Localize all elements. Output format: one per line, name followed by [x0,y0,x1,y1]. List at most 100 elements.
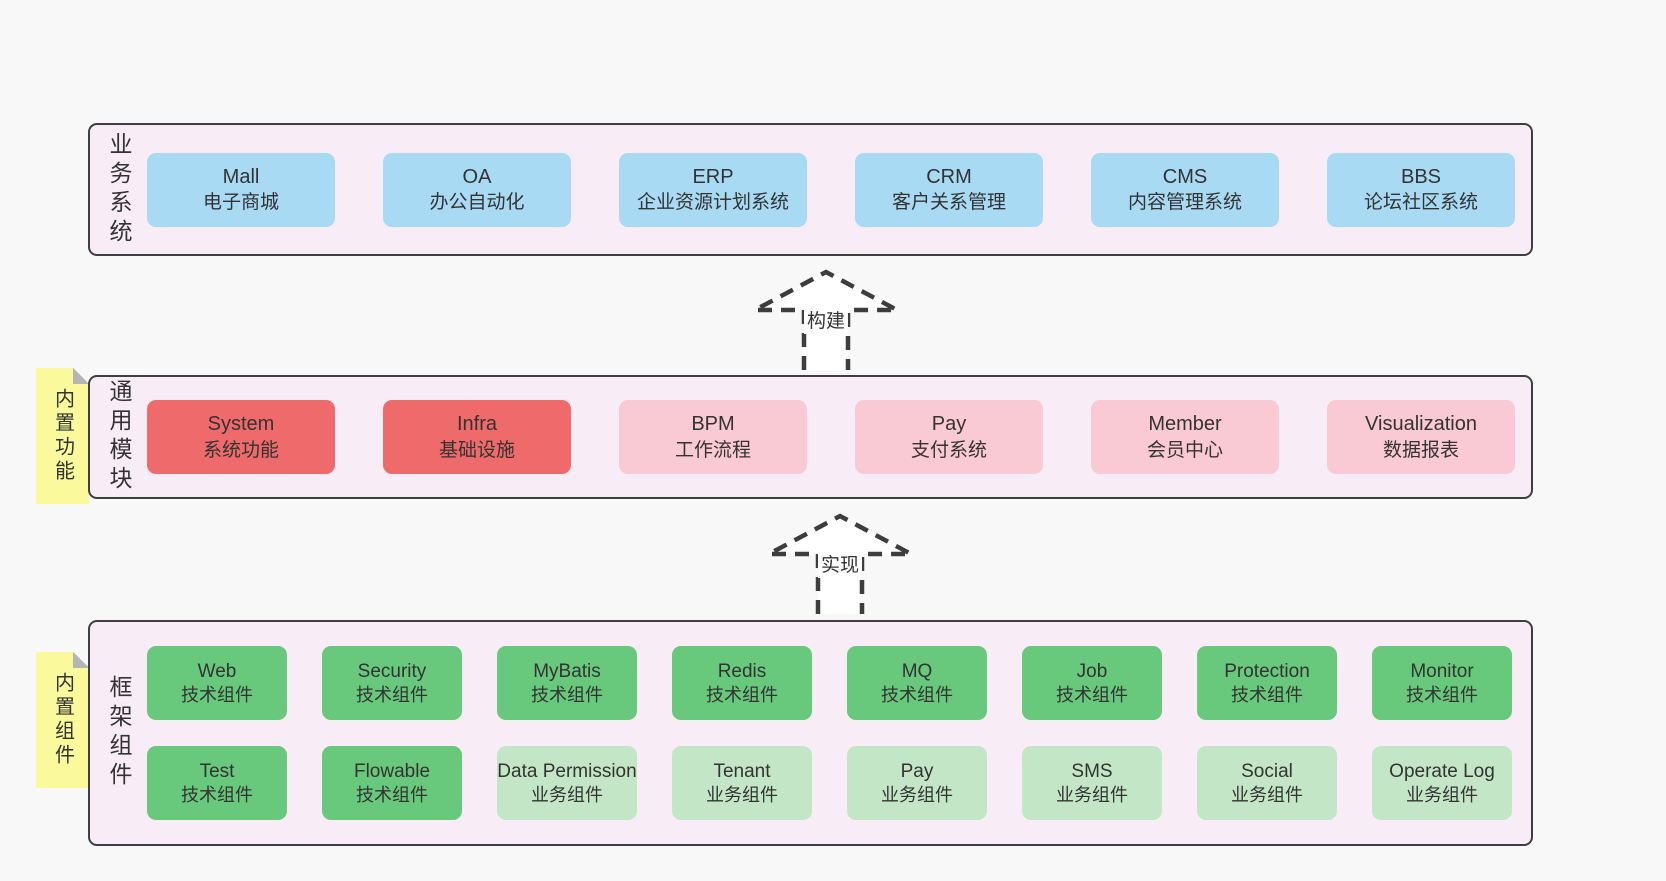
box-title: SMS [1071,761,1113,783]
box-subtitle: 业务组件 [1231,784,1303,805]
box-title: CRM [926,165,972,188]
box-member: Member 会员中心 [1091,400,1279,474]
box-subtitle: 技术组件 [181,784,253,805]
box-subtitle: 会员中心 [1146,439,1223,461]
box-mall: Mall 电子商城 [147,152,335,227]
box-visualization: Visualization 数据报表 [1327,400,1515,474]
arrow-implement: 实现 [765,512,915,616]
box-oa: OA 办公自动化 [383,152,571,227]
box-subtitle: 技术组件 [1056,684,1128,705]
sticky-note-builtin-components: 内置组件 [36,652,89,788]
box-pay: Pay 支付系统 [855,400,1043,474]
box-subtitle: 支付系统 [910,439,987,461]
band-label-text: 业务系统 [106,131,132,248]
box-subtitle: 客户关系管理 [891,192,1006,214]
box-title: BPM [691,413,735,436]
box-subtitle: 技术组件 [356,784,428,805]
box-title: OA [462,165,492,188]
sticky-note-builtin-features: 内置功能 [36,368,89,504]
box-title: MQ [901,661,933,683]
arrow-build-label: 构建 [803,305,849,334]
box-title: Pay [931,413,967,436]
box-title: Member [1148,413,1222,436]
box-subtitle: 内容管理系统 [1127,192,1242,214]
box-subtitle: 技术组件 [1231,684,1303,705]
box-bpm: BPM 工作流程 [619,400,807,474]
box-subtitle: 业务组件 [531,784,603,805]
box-subtitle: 办公自动化 [429,192,525,214]
box-subtitle: 工作流程 [674,439,751,461]
box-title: ERP [692,165,734,188]
box-title: Visualization [1365,413,1477,436]
box-subtitle: 业务组件 [1406,784,1478,805]
box-subtitle: 业务组件 [881,784,953,805]
sticky-note-text: 内置组件 [51,672,74,768]
box-subtitle: 技术组件 [531,684,603,705]
box-subtitle: 基础设施 [438,439,515,461]
box-bbs: BBS 论坛社区系统 [1327,152,1515,227]
common-modules-boxes: System 系统功能 Infra 基础设施 BPM 工作流程 Pay 支付系统 Member 会… [147,400,1537,474]
box-subtitle: 企业资源计划系统 [636,192,789,214]
box-title: Redis [717,661,767,683]
arrow-build: 构建 [751,268,901,372]
box-erp: ERP 企业资源计划系统 [619,152,807,227]
band-label-text: 框架组件 [106,675,132,791]
box-title: Mall [222,165,260,188]
box-title: Job [1076,661,1108,683]
box-title: Tenant [713,761,771,783]
band-label-business-systems: 业务系统 [90,132,147,248]
box-crm: CRM 客户关系管理 [855,152,1043,227]
box-title: Infra [456,413,498,436]
band-common-modules: 通用模块 System 系统功能 Infra 基础设施 BPM 工作流程 Pay 支付系统 Me… [88,375,1533,499]
box-title: Operate Log [1389,761,1495,783]
band-label-text: 通用模块 [106,379,132,495]
box-title: MyBatis [533,661,601,683]
box-title: Protection [1224,661,1310,683]
arrow-implement-label: 实现 [817,549,863,578]
folded-corner-icon [73,368,89,384]
box-title: Security [357,661,427,683]
box-title: System [207,413,275,436]
box-cms: CMS 内容管理系统 [1091,152,1279,227]
sticky-note-text: 内置功能 [51,388,74,484]
box-subtitle: 系统功能 [202,439,279,461]
box-subtitle: 数据报表 [1382,439,1459,461]
folded-corner-icon [73,652,89,668]
box-title: Data Permission [497,761,637,783]
box-title: Social [1241,761,1293,783]
box-subtitle: 技术组件 [356,684,428,705]
box-system: System 系统功能 [147,400,335,474]
box-title: CMS [1162,165,1208,188]
box-title: Monitor [1410,661,1474,683]
box-subtitle: 业务组件 [706,784,778,805]
box-title: BBS [1400,165,1442,188]
box-infra: Infra 基础设施 [383,400,571,474]
band-business-systems: 业务系统 Mall 电子商城 OA 办公自动化 ERP 企业资源计划系统 CRM 客户关系管理… [88,123,1533,256]
box-subtitle: 技术组件 [1406,684,1478,705]
band-label-common-modules: 通用模块 [90,379,147,495]
box-subtitle: 技术组件 [881,684,953,705]
box-subtitle: 论坛社区系统 [1363,192,1478,214]
box-title: Test [199,761,235,783]
business-systems-boxes: Mall 电子商城 OA 办公自动化 ERP 企业资源计划系统 CRM 客户关系管理 CMS 内容… [147,152,1537,227]
box-subtitle: 电子商城 [202,192,279,214]
box-subtitle: 技术组件 [706,684,778,705]
box-title: Pay [900,761,934,783]
